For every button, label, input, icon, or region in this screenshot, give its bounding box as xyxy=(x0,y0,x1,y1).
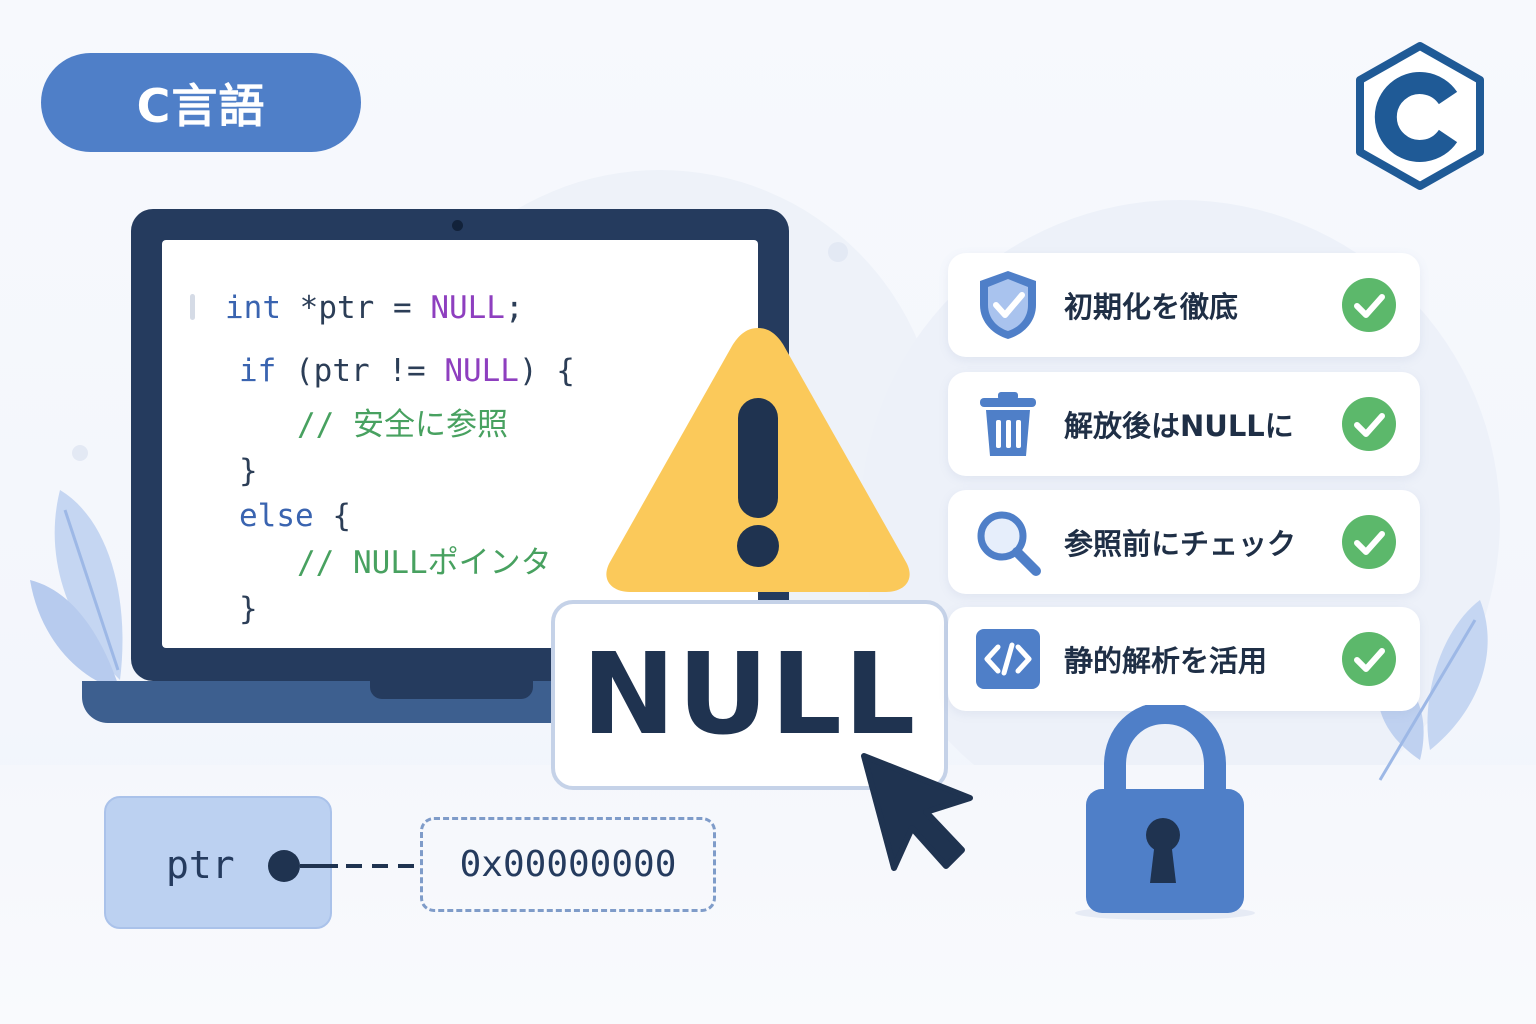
text-cursor xyxy=(190,294,195,320)
checklist-label: 静的解析を活用 xyxy=(1064,644,1268,678)
language-tag-label: C言語 xyxy=(136,78,266,133)
null-address-box: 0x00000000 xyxy=(420,817,716,912)
padlock-icon xyxy=(1075,705,1255,920)
checklist-item-initialize: 初期化を徹底 xyxy=(948,253,1420,357)
checklist-item-static-analysis: 静的解析を活用 xyxy=(948,607,1420,711)
shield-check-icon xyxy=(980,271,1036,339)
code-icon xyxy=(976,629,1040,689)
background-dot xyxy=(828,242,848,262)
code-line-2: if (ptr != NULL) { xyxy=(239,353,575,389)
checklist-label: 解放後はNULLに xyxy=(1064,409,1294,443)
code-line-7: } xyxy=(239,591,258,627)
check-icon xyxy=(1342,397,1396,451)
pointer-connector xyxy=(268,850,420,882)
mouse-pointer-icon xyxy=(861,753,973,871)
code-line-3: // 安全に参照 xyxy=(297,407,508,443)
null-label-box: NULL xyxy=(551,600,948,790)
leaf-left-icon xyxy=(30,490,123,690)
c-logo-icon xyxy=(1356,42,1484,190)
check-icon xyxy=(1342,515,1396,569)
null-address: 0x00000000 xyxy=(459,844,677,885)
magnifier-icon xyxy=(977,511,1041,576)
checklist-label: 初期化を徹底 xyxy=(1064,290,1239,324)
language-tag: C言語 xyxy=(41,53,361,152)
check-icon xyxy=(1342,632,1396,686)
background-dot xyxy=(72,445,88,461)
null-label: NULL xyxy=(581,630,918,760)
code-line-5: else { xyxy=(239,498,351,534)
code-line-1: int *ptr = NULL; xyxy=(225,290,524,326)
laptop-camera xyxy=(452,220,463,231)
pointer-variable-label: ptr xyxy=(166,843,235,887)
warning-icon xyxy=(606,328,910,592)
code-line-4: } xyxy=(239,453,258,489)
checklist-label: 参照前にチェック xyxy=(1064,527,1297,561)
check-icon xyxy=(1342,278,1396,332)
checklist-item-free: 解放後はNULLに xyxy=(948,372,1420,476)
code-line-6: // NULLポインタ xyxy=(297,545,552,581)
laptop-notch xyxy=(370,681,533,699)
trash-icon xyxy=(980,392,1036,456)
checklist-item-check: 参照前にチェック xyxy=(948,490,1420,594)
